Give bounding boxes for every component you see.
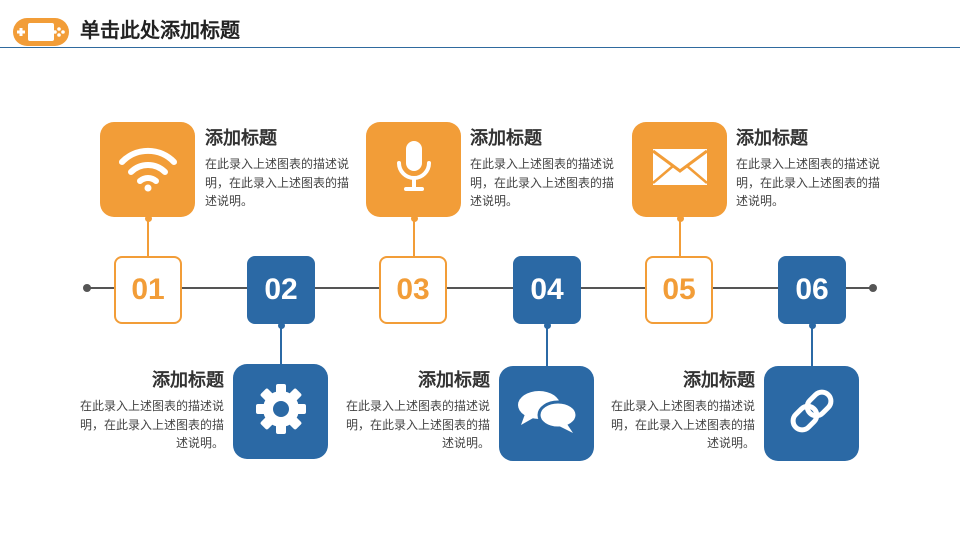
page-title: 单击此处添加标题 bbox=[80, 20, 240, 42]
wifi-icon bbox=[116, 142, 180, 197]
step-3-number: 03 bbox=[379, 256, 447, 324]
step-2-icon-box bbox=[233, 364, 328, 459]
step-5-description: 在此录入上述图表的描述说明，在此录入上述图表的描述说明。 bbox=[736, 157, 881, 208]
step-6-connector-dot bbox=[809, 322, 816, 329]
step-2-connector bbox=[280, 324, 282, 366]
step-1-number: 01 bbox=[114, 256, 182, 324]
step-3-description: 在此录入上述图表的描述说明，在此录入上述图表的描述说明。 bbox=[470, 157, 615, 208]
step-1-icon-box bbox=[100, 122, 195, 217]
envelope-icon bbox=[651, 147, 709, 192]
step-2-heading: 添加标题 bbox=[152, 370, 224, 390]
gear-icon bbox=[253, 381, 309, 442]
step-6-icon-box bbox=[764, 366, 859, 461]
step-6-number: 06 bbox=[778, 256, 846, 324]
timeline-end-dot bbox=[869, 284, 877, 292]
link-icon bbox=[786, 385, 838, 442]
chat-bubbles-icon bbox=[515, 387, 579, 440]
step-1-heading: 添加标题 bbox=[205, 128, 277, 148]
step-1-description: 在此录入上述图表的描述说明，在此录入上述图表的描述说明。 bbox=[205, 157, 350, 208]
step-3-heading: 添加标题 bbox=[470, 128, 542, 148]
step-2-connector-dot bbox=[278, 322, 285, 329]
step-2-number: 02 bbox=[247, 256, 315, 324]
step-4-icon-box bbox=[499, 366, 594, 461]
step-3-icon-box bbox=[366, 122, 461, 217]
microphone-icon bbox=[394, 139, 434, 200]
step-4-heading: 添加标题 bbox=[418, 370, 490, 390]
step-1-connector bbox=[147, 217, 149, 257]
step-6-heading: 添加标题 bbox=[683, 370, 755, 390]
step-6-connector bbox=[811, 324, 813, 366]
step-4-connector bbox=[546, 324, 548, 366]
step-2-description: 在此录入上述图表的描述说明，在此录入上述图表的描述说明。 bbox=[79, 399, 224, 450]
step-5-heading: 添加标题 bbox=[736, 128, 808, 148]
step-3-connector bbox=[413, 217, 415, 257]
step-4-number: 04 bbox=[513, 256, 581, 324]
step-5-icon-box bbox=[632, 122, 727, 217]
step-5-number: 05 bbox=[645, 256, 713, 324]
gamepad-logo-icon bbox=[12, 16, 70, 48]
step-4-description: 在此录入上述图表的描述说明，在此录入上述图表的描述说明。 bbox=[345, 399, 490, 450]
step-5-connector bbox=[679, 217, 681, 257]
timeline-start-dot bbox=[83, 284, 91, 292]
step-4-connector-dot bbox=[544, 322, 551, 329]
step-6-description: 在此录入上述图表的描述说明，在此录入上述图表的描述说明。 bbox=[610, 399, 755, 450]
header-divider bbox=[0, 47, 960, 48]
timeline-line bbox=[87, 287, 875, 289]
